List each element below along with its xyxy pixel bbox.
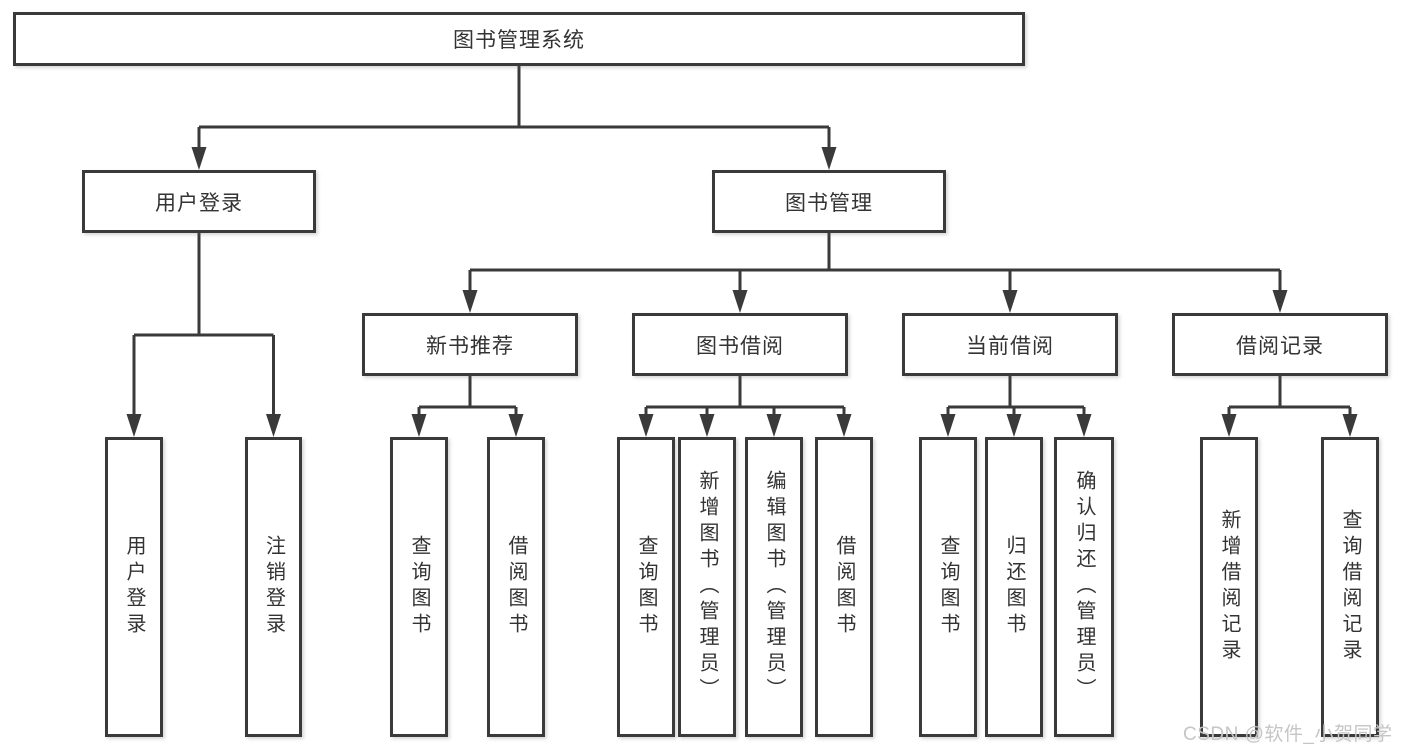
node-library-management-system: 图书管理系统 <box>13 12 1025 66</box>
leaf-query-books-borrow: 查询图书 <box>617 437 675 737</box>
node-label: 新增图书（管理员） <box>696 470 718 704</box>
connector-new-book-recommend-to-children <box>411 376 524 437</box>
node-label: 借阅图书 <box>833 535 855 639</box>
connector-user-login-to-children <box>126 233 281 437</box>
leaf-user-login: 用户登录 <box>105 437 163 737</box>
leaf-confirm-return-admin: 确认归还（管理员） <box>1054 437 1114 737</box>
node-book-management: 图书管理 <box>712 170 946 233</box>
connector-borrow-records-to-children <box>1221 376 1358 437</box>
node-new-book-recommend: 新书推荐 <box>362 313 578 376</box>
connector-current-borrow-to-children <box>940 376 1092 437</box>
leaf-query-borrow-record: 查询借阅记录 <box>1321 437 1379 737</box>
connector-book-management-to-level3 <box>462 233 1288 313</box>
node-label: 借阅图书 <box>505 535 527 639</box>
node-book-borrow: 图书借阅 <box>632 313 848 376</box>
node-label: 新增借阅记录 <box>1218 509 1240 665</box>
leaf-edit-books-admin: 编辑图书（管理员） <box>745 437 803 737</box>
leaf-return-books: 归还图书 <box>985 437 1043 737</box>
leaf-borrow-books: 借阅图书 <box>815 437 873 737</box>
node-label: 图书管理 <box>785 191 873 215</box>
node-user-login: 用户登录 <box>82 170 316 233</box>
connector-book-borrow-to-children <box>638 376 852 437</box>
node-label: 用户登录 <box>123 535 145 639</box>
node-label: 确认归还（管理员） <box>1073 470 1095 704</box>
node-label: 查询图书 <box>635 535 657 639</box>
leaf-borrow-books-recommend: 借阅图书 <box>487 437 545 737</box>
node-label: 图书借阅 <box>696 334 784 358</box>
node-label: 归还图书 <box>1003 535 1025 639</box>
leaf-query-books-current: 查询图书 <box>919 437 977 737</box>
node-label: 查询图书 <box>937 535 959 639</box>
node-label: 借阅记录 <box>1236 334 1324 358</box>
leaf-add-books-admin: 新增图书（管理员） <box>678 437 736 737</box>
node-label: 用户登录 <box>155 191 243 215</box>
node-borrow-records: 借阅记录 <box>1172 313 1388 376</box>
connector-root-to-level2 <box>191 66 837 170</box>
leaf-query-books-recommend: 查询图书 <box>390 437 448 737</box>
csdn-watermark: CSDN @软件_小贺同学 <box>1183 724 1393 745</box>
node-label: 查询图书 <box>408 535 430 639</box>
node-label: 新书推荐 <box>426 334 514 358</box>
node-label: 当前借阅 <box>966 334 1054 358</box>
node-label: 编辑图书（管理员） <box>763 470 785 704</box>
leaf-logout: 注销登录 <box>245 437 302 737</box>
node-label: 注销登录 <box>262 535 285 639</box>
node-label: 查询借阅记录 <box>1339 509 1361 665</box>
leaf-add-borrow-record: 新增借阅记录 <box>1200 437 1258 737</box>
node-label: 图书管理系统 <box>453 29 585 52</box>
node-current-borrow: 当前借阅 <box>902 313 1118 376</box>
